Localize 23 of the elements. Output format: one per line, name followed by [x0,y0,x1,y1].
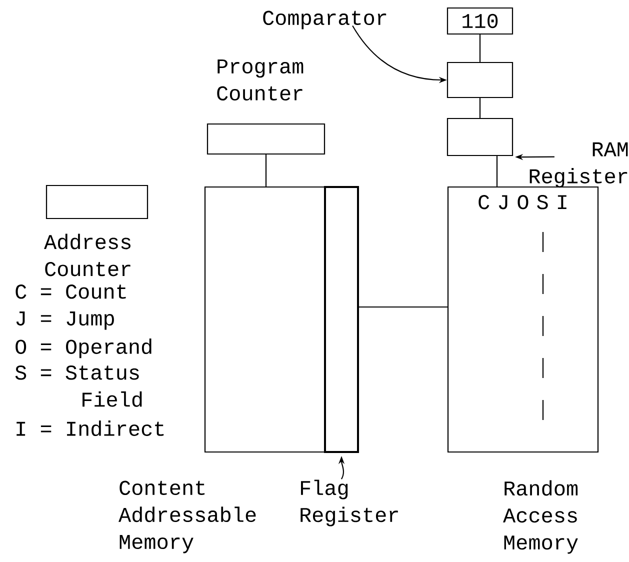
legend-text: O = Operand [16,338,152,358]
connector-line [265,154,267,186]
node-label: Random Access Memory [503,480,578,554]
node-label: Address Counter [44,234,130,276]
legend-text: J = Jump [16,312,114,330]
connector-line [479,34,481,62]
node-label: Content Addressable Memory [118,480,256,554]
text-label: Comparator [263,10,386,30]
connector-line [479,98,481,118]
legend-text: S = Status Field [15,366,142,407]
register-box [446,62,514,98]
connector-line [496,156,498,186]
legend-text: C = Count [16,284,126,299]
legend-text: I = Indirect [16,420,164,436]
register-column [324,186,359,453]
node-label: Program Counter [217,59,304,101]
connector-line [359,306,448,308]
text-label: Flag Register [300,480,398,526]
text-label: RAM Register [530,142,628,188]
register-box [446,118,514,156]
register-box [206,123,326,155]
register-box [46,184,148,220]
register-box: 110 [446,7,514,35]
